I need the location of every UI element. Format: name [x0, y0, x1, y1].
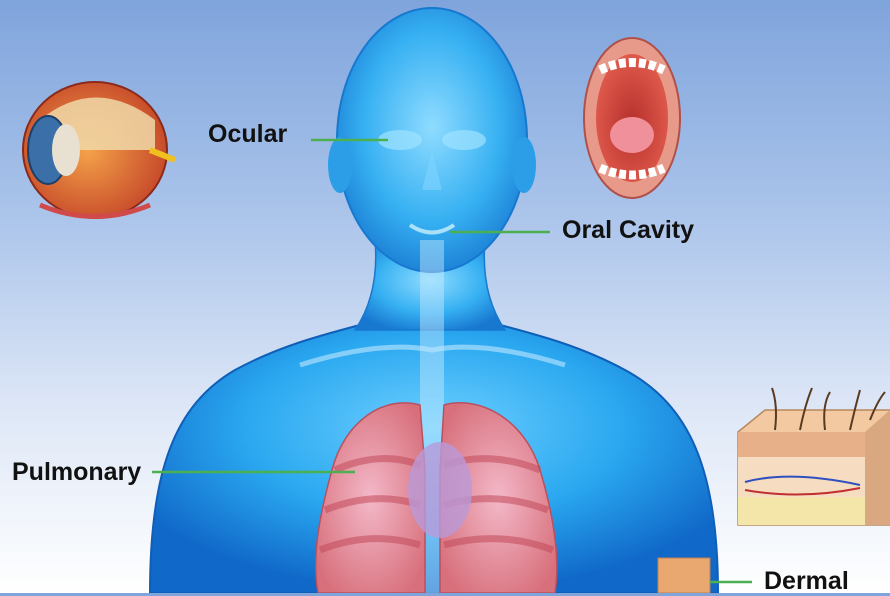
right-eye-socket: [442, 130, 486, 150]
right-ear: [512, 137, 536, 193]
open-mouth-icon: [584, 38, 680, 198]
heart: [408, 442, 472, 538]
oral-cavity-label: Oral Cavity: [562, 216, 694, 245]
dermal-label: Dermal: [764, 567, 849, 596]
left-ear: [328, 137, 352, 193]
skin-cross-section-icon: [738, 388, 890, 525]
ocular-label: Ocular: [208, 120, 287, 149]
pulmonary-label: Pulmonary: [12, 458, 141, 487]
skin-swatch-icon: [658, 558, 710, 593]
eye-anatomy-icon: [23, 82, 175, 218]
